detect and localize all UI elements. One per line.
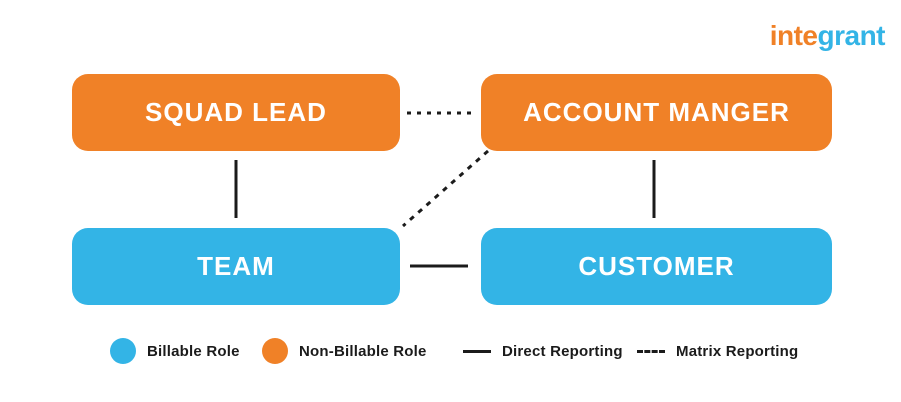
billable-role-dot-icon [110, 338, 136, 364]
legend-billable-role: Billable Role [110, 337, 240, 365]
legend-billable-label: Billable Role [147, 342, 240, 360]
legend-non-billable-role: Non-Billable Role [262, 337, 427, 365]
node-customer-label: CUSTOMER [578, 251, 735, 281]
node-customer: CUSTOMER [481, 228, 832, 305]
logo-text-blue: grant [817, 20, 886, 51]
legend-matrix-reporting: Matrix Reporting [637, 337, 798, 365]
legend-direct-reporting: Direct Reporting [463, 337, 623, 365]
edge-accountmanger-team-matrix [402, 149, 489, 228]
non-billable-role-dot-icon [262, 338, 288, 364]
solid-line-icon [463, 349, 491, 353]
node-account-manger: ACCOUNT MANGER [481, 74, 832, 151]
node-account-manger-label: ACCOUNT MANGER [523, 97, 790, 127]
dashed-line-icon [637, 349, 665, 353]
node-team: TEAM [72, 228, 400, 305]
legend-direct-label: Direct Reporting [502, 342, 623, 360]
node-team-label: TEAM [197, 251, 275, 281]
node-squad-lead: SQUAD LEAD [72, 74, 400, 151]
integrant-logo: integrant [769, 20, 886, 52]
legend-non-billable-label: Non-Billable Role [299, 342, 427, 360]
node-squad-lead-label: SQUAD LEAD [145, 97, 327, 127]
legend-matrix-label: Matrix Reporting [676, 342, 799, 360]
logo-text-orange: inte [769, 20, 818, 51]
